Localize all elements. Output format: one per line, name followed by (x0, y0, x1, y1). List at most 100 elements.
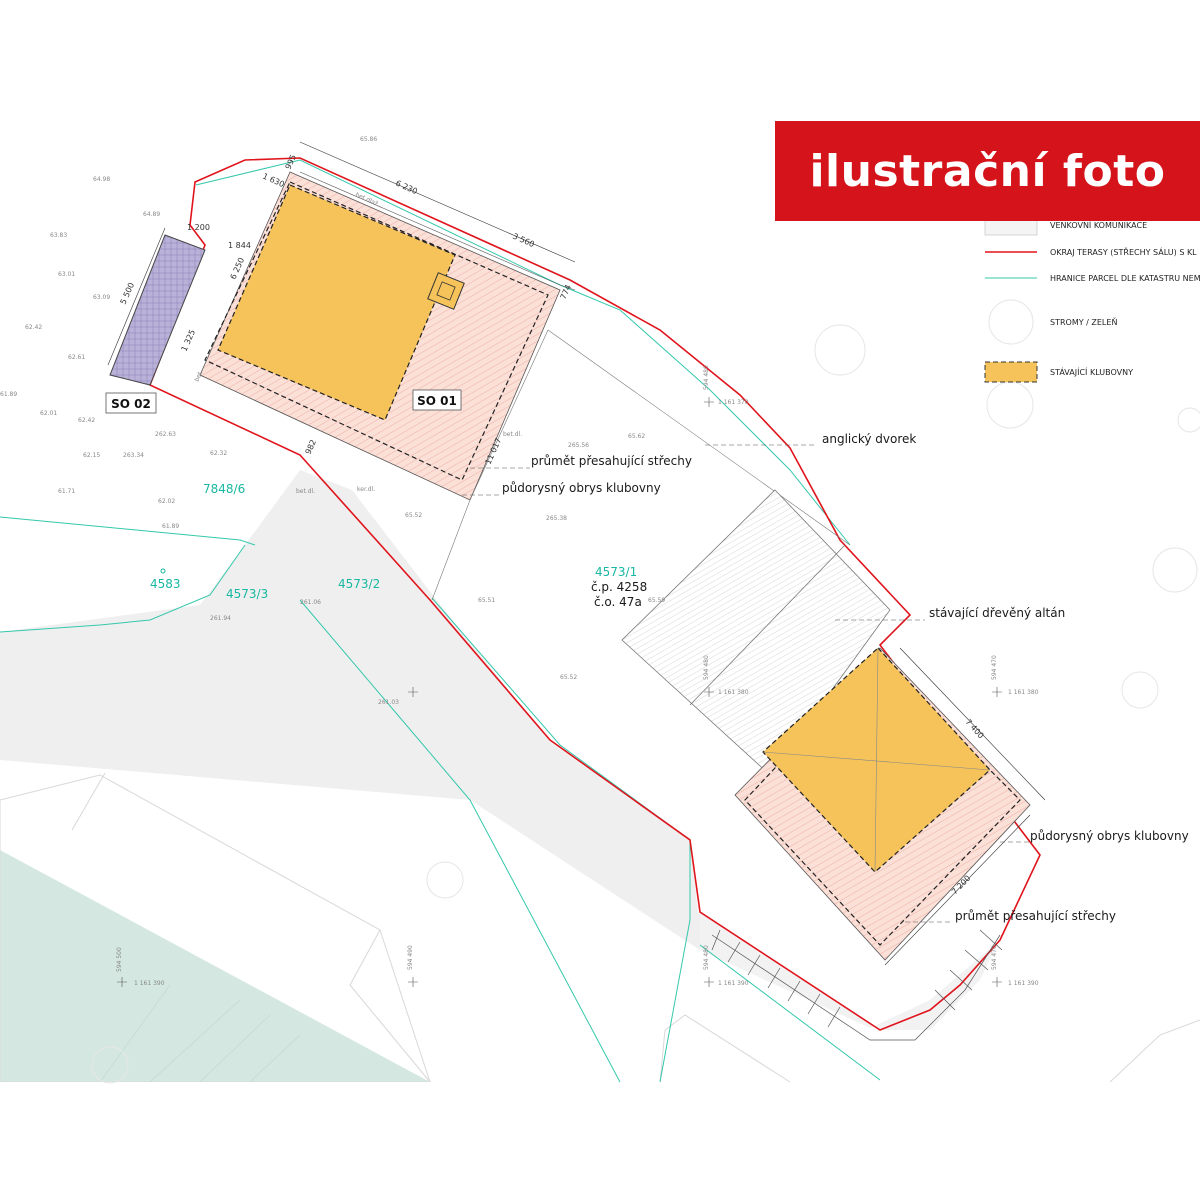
height-6: 62.61 (68, 354, 85, 361)
spot-heights: 64.98 63.83 63.01 63.09 62.42 62.61 61.8… (0, 136, 665, 706)
paving-l9 (949, 969, 973, 991)
so01-extension-3 (469, 329, 549, 501)
coord-1: 594 480 (703, 365, 710, 390)
parcel-4573-2: 4573/2 (338, 577, 380, 591)
parcel-line-3 (299, 599, 621, 1083)
plot-outline-br2 (1109, 1019, 1200, 1083)
plot-line-b (349, 929, 381, 986)
legend-label-clubhouse: STÁVAJÍCÍ KLUBOVNY (1050, 366, 1133, 377)
height-25: 261.06 (300, 599, 321, 606)
coord-6b: 1 161 390 (718, 980, 749, 987)
height-19: 65.52 (405, 512, 422, 519)
so01-label: SO 01 (417, 394, 457, 408)
plot-outline-lower (0, 774, 431, 1083)
dimension-lines (107, 141, 1046, 966)
height-8: 62.01 (40, 410, 57, 417)
tree-1 (814, 324, 866, 376)
plot-line-a (71, 772, 106, 831)
height-10: 62.15 (83, 452, 100, 459)
cross-2 (704, 687, 714, 697)
coord-crosses (117, 397, 1002, 987)
height-11: 61.71 (58, 488, 75, 495)
coord-3b: 1 161 380 (1008, 689, 1039, 696)
annotation-leaders (462, 444, 1030, 923)
cross-8 (408, 687, 418, 697)
green-line-2 (199, 1014, 271, 1083)
parcel-line-1 (0, 516, 256, 546)
paving-l8 (934, 989, 956, 1011)
tree-3 (1121, 671, 1159, 709)
club2-diag-2 (762, 751, 991, 771)
annot-obrys-1: půdorysný obrys klubovny (502, 481, 661, 495)
coord-7: 594 470 (991, 945, 998, 970)
so02-label-box (105, 392, 157, 414)
so01-chimney (427, 272, 465, 310)
tree-7 (1177, 407, 1200, 433)
plot-line-c (349, 984, 431, 1083)
annot-prumet-2: průmět přesahující střechy (955, 909, 1116, 923)
dim-3560: 3 560 (511, 232, 536, 250)
coord-7b: 1 161 390 (1008, 980, 1039, 987)
height-16: 62.32 (210, 450, 227, 457)
cross-6 (704, 977, 714, 987)
dim-7400: 7 400 (964, 717, 986, 740)
height-14: 262.63 (155, 431, 176, 438)
parcel-7848-6: 7848/6 (203, 482, 245, 496)
dim-6230: 6 230 (394, 179, 419, 197)
illustration-banner: ilustrační foto (775, 121, 1200, 221)
dim-line-right-2 (884, 814, 1031, 966)
address-cp: č.p. 4258 (591, 580, 647, 594)
mat-bet-dl-2: bet.dl. (296, 488, 315, 495)
mat-bet: bet. (193, 369, 204, 383)
height-12: 62.02 (158, 498, 175, 505)
banner-text: ilustrační foto (809, 145, 1166, 197)
height-22: 65.59 (648, 597, 665, 604)
address-co: č.o. 47a (594, 595, 642, 609)
dim-982: 982 (304, 438, 318, 456)
paving-l4 (767, 967, 781, 989)
height-5: 62.42 (25, 324, 42, 331)
legend-label-tree: STROMY / ZELEŇ (1050, 317, 1117, 327)
parcel-4583-marker (160, 568, 166, 574)
so02-structure (109, 234, 206, 386)
annot-altan: stávající dřevěný altán (929, 606, 1065, 620)
mat-ker-dl: ker.dl. (357, 486, 375, 493)
dim-1200: 1 200 (187, 223, 210, 232)
parcel-line-6 (699, 944, 881, 1081)
coord-4b: 1 161 390 (134, 980, 165, 987)
club2-diag-1 (874, 647, 879, 873)
dim-1844: 1 844 (228, 241, 251, 250)
height-15: 263.34 (123, 452, 144, 459)
plot-outline-br (659, 1014, 791, 1083)
dim-line-right-1 (899, 647, 1046, 801)
parcel-line-4 (195, 159, 851, 546)
legend-label-road: VENKOVNÍ KOMUNIKACE (1050, 219, 1147, 230)
height-24: 261.94 (210, 615, 231, 622)
height-4: 63.09 (93, 294, 110, 301)
legend-swatch-clubhouse (984, 361, 1038, 383)
legend-label-parcel: HRANICE PARCEL DLE KATASTRU NEMOVI (1050, 274, 1200, 283)
so01-terrace-edge (299, 171, 576, 291)
coord-2: 594 480 (703, 655, 710, 680)
cross-1 (704, 397, 714, 407)
tree-5 (91, 1046, 129, 1084)
coord-5: 594 490 (407, 945, 414, 970)
legend-label-terrace: OKRAJ TERASY (STŘECHY SÁLU) S KL (1050, 246, 1197, 257)
paving-l6 (807, 993, 821, 1015)
height-23: 65.52 (560, 674, 577, 681)
paving-l10 (964, 949, 989, 971)
so01-footprint-outline (204, 181, 549, 481)
coord-1b: 1 161 370 (718, 399, 749, 406)
height-2: 63.83 (50, 232, 67, 239)
green-line-1 (149, 999, 241, 1083)
paving-l3 (747, 954, 761, 976)
parcel-4573-3: 4573/3 (226, 587, 268, 601)
coord-3: 594 470 (991, 655, 998, 680)
annot-anglicky-dvorek: anglický dvorek (822, 432, 916, 446)
dim-1325: 1 325 (180, 328, 198, 353)
tree-4 (426, 861, 464, 899)
cross-5 (408, 977, 418, 987)
so01-chimney-inner (436, 281, 456, 301)
tree-2 (1152, 547, 1198, 593)
